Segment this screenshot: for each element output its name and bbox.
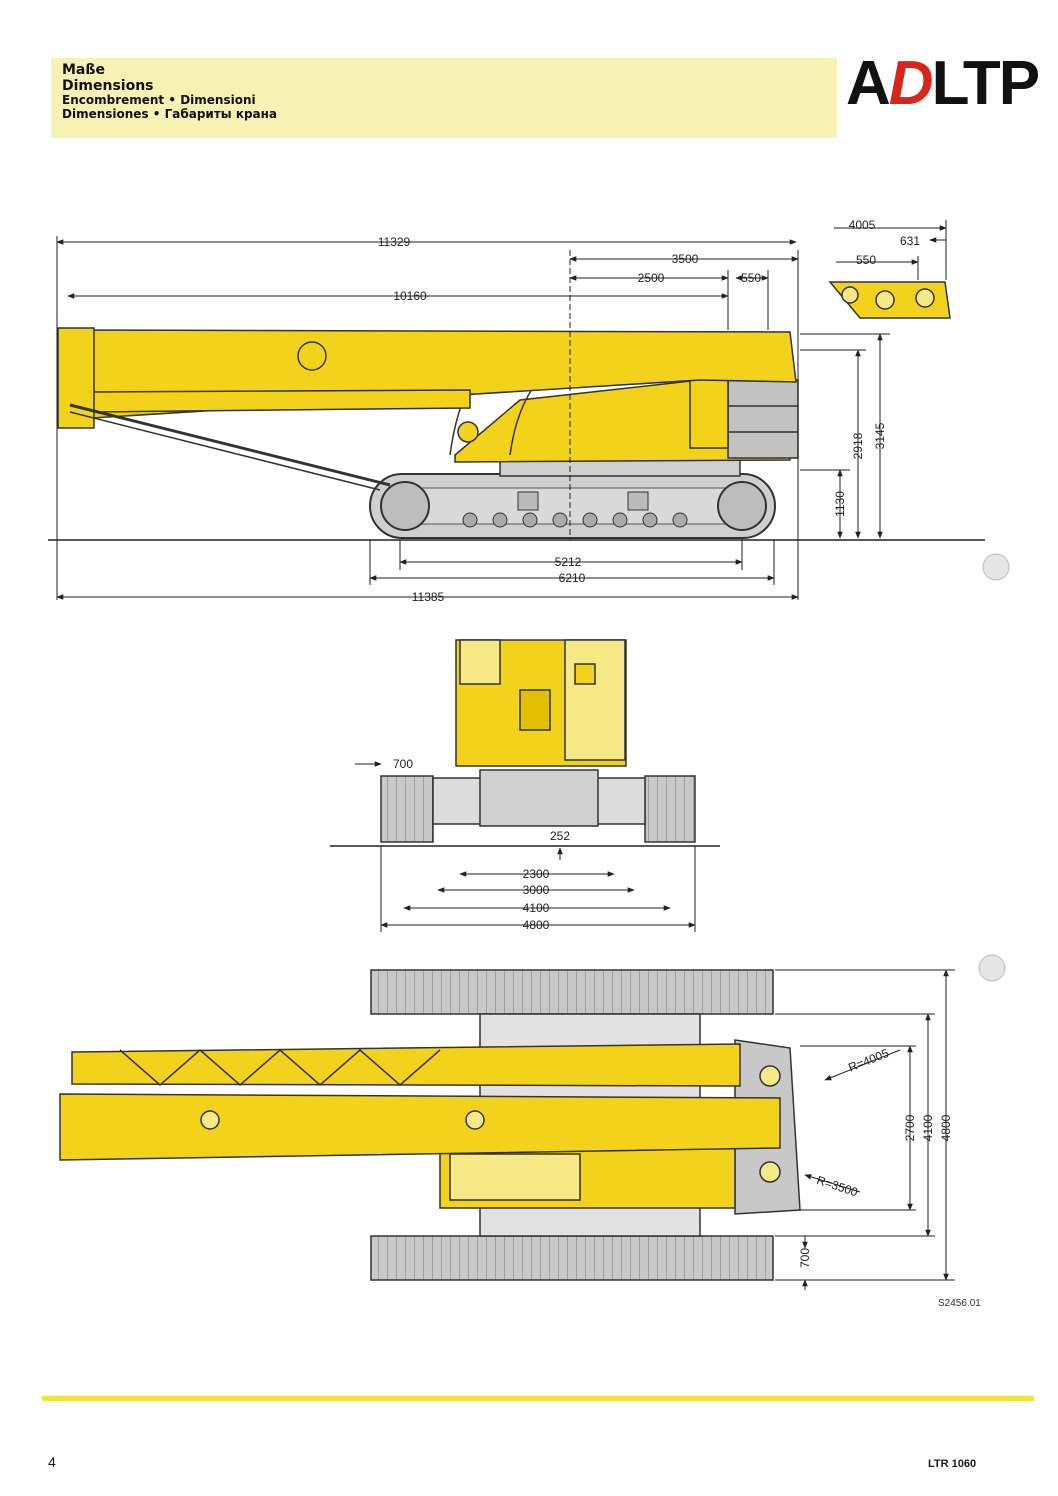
dim-boom-to-axis: 10160 (393, 289, 427, 303)
dim-width-2700: 2700 (903, 1114, 917, 1141)
dim-radius-outer: R=4005 (846, 1046, 891, 1075)
rear-dimension-lines (355, 761, 696, 932)
dim-track-contact: 5212 (555, 555, 582, 569)
top-dimension-labels: R=4005 R=3500 2700 4100 4800 700 (798, 1046, 953, 1268)
dim-top-height: 3145 (873, 422, 887, 449)
drawing-reference-code: S2456.01 (938, 1298, 981, 1309)
dim-cw-550: 550 (856, 253, 876, 267)
rear-superstructure (455, 639, 627, 767)
logo-letter-a: A (846, 49, 891, 118)
side-superstructure (449, 339, 799, 477)
rear-dimension-labels: 700 252 2300 3000 4100 4800 (393, 757, 570, 932)
dim-ground-clearance: 252 (550, 829, 570, 843)
logo-letter-d: D (888, 49, 934, 118)
top-dimension-lines (775, 969, 955, 1290)
top-superstructure (59, 1039, 801, 1215)
dim-shoe-700: 700 (798, 1248, 812, 1268)
dim-width-4100: 4100 (921, 1114, 935, 1141)
dim-gauge-max: 4100 (523, 901, 550, 915)
title-en: Dimensions (62, 78, 154, 95)
title-fr-it: Encombrement • Dimensioni (62, 93, 256, 108)
punch-hole (982, 553, 1010, 581)
side-dimension-labels: 11329 10160 3500 2500 550 3145 2918 1130… (378, 218, 921, 604)
dim-overall-length: 11385 (412, 590, 445, 604)
counterweight-detail (828, 281, 951, 319)
dim-cw-631: 631 (900, 234, 920, 248)
top-view: R=4005 R=3500 2700 4100 4800 700 (59, 954, 1006, 1290)
dim-rear-radius: 3500 (672, 252, 699, 266)
title-de: Maße (62, 62, 105, 78)
header-band (51, 58, 837, 138)
side-dimension-lines (56, 220, 947, 600)
dim-track-height: 1130 (833, 491, 847, 517)
dim-rear-550: 550 (741, 271, 761, 285)
logo-letters-ltp: LTP (931, 49, 1040, 118)
side-view: 11329 10160 3500 2500 550 3145 2918 1130… (48, 218, 1010, 604)
rear-view: 700 252 2300 3000 4100 4800 (330, 639, 720, 932)
punch-hole (978, 954, 1006, 982)
header-title-block: Maße Dimensions Encombrement • Dimension… (62, 62, 277, 122)
dim-cab-height: 2918 (851, 432, 865, 459)
brand-logo: A D LTP (846, 49, 1040, 118)
dim-track-shoe: 700 (393, 757, 413, 771)
dim-track-length: 6210 (559, 571, 586, 585)
dim-radius-inner: R=3500 (815, 1173, 860, 1200)
page-number: 4 (48, 1454, 56, 1470)
dim-rear-2500: 2500 (638, 271, 665, 285)
footer-rule (42, 1396, 1034, 1401)
dim-width-4800: 4800 (939, 1114, 953, 1141)
rear-tracks (380, 769, 696, 843)
dim-cw-total: 4005 (849, 218, 876, 232)
title-es-ru: Dimensiones • Габариты крана (62, 106, 278, 121)
side-crawler-track (369, 473, 776, 539)
dim-gauge-min: 2300 (523, 867, 550, 881)
side-boom (57, 327, 797, 491)
dim-overall-width: 4800 (523, 918, 550, 932)
dim-gauge-mid: 3000 (523, 883, 550, 897)
dim-boom-overall: 11329 (378, 235, 411, 249)
model-name: LTR 1060 (928, 1458, 977, 1470)
